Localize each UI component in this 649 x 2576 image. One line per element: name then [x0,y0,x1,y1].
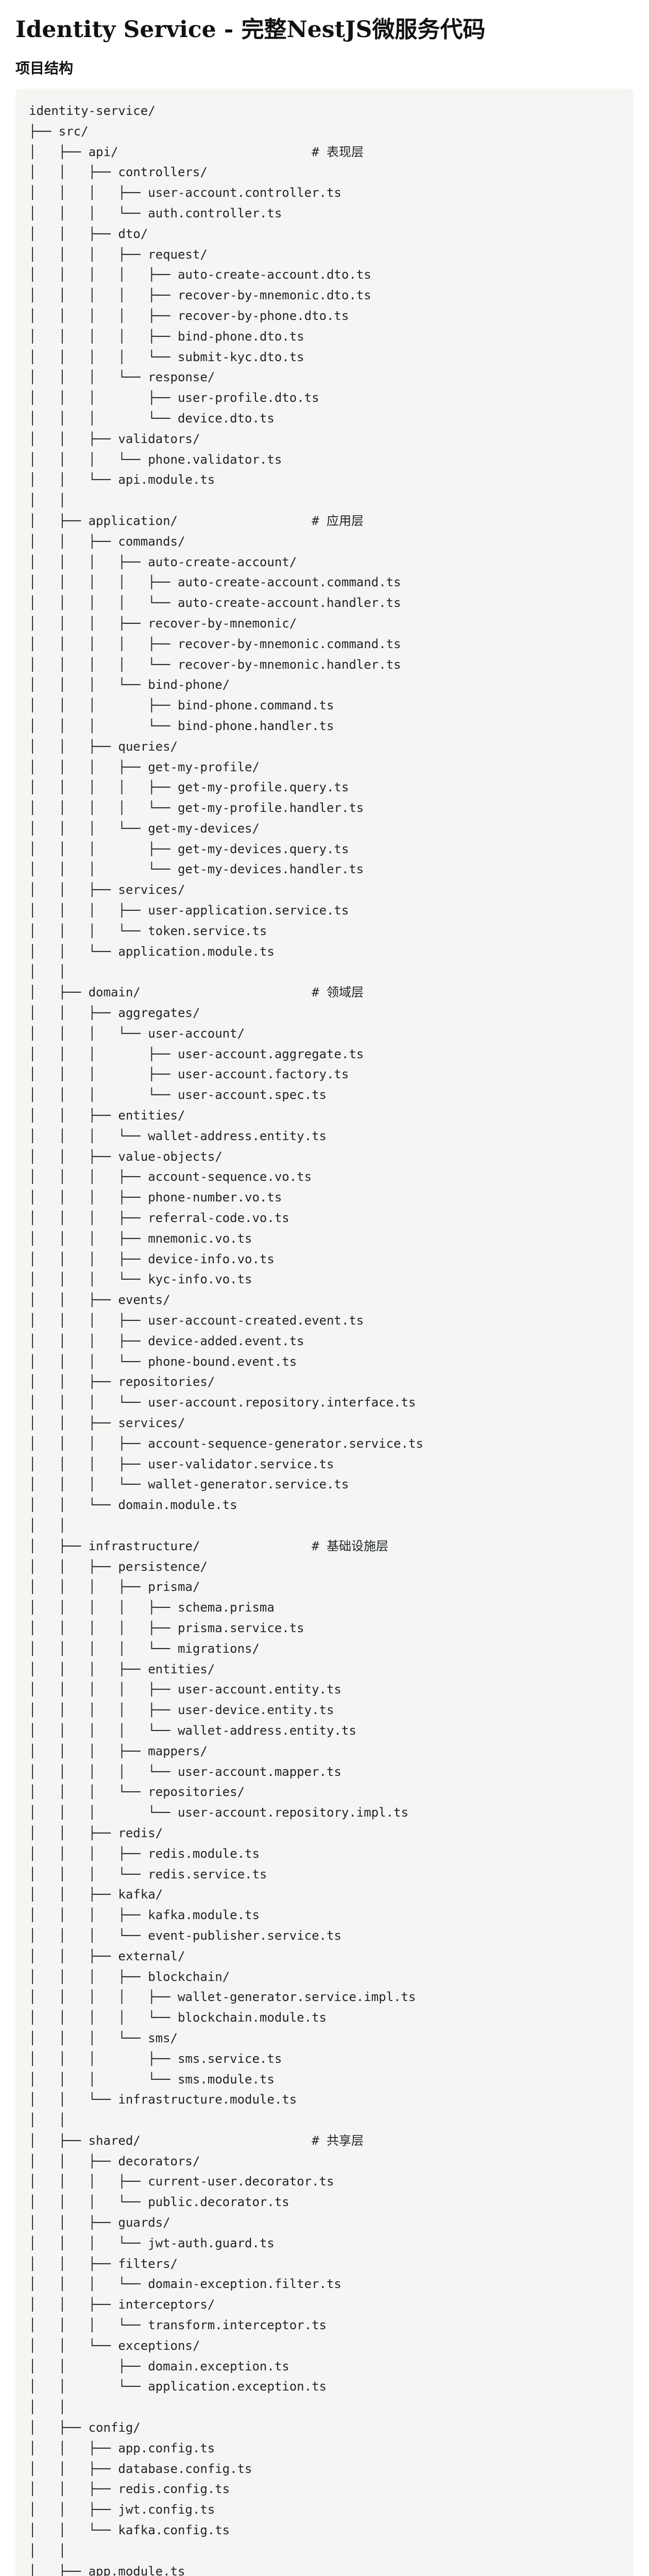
code-block: identity-service/ ├── src/ │ ├── api/ # … [15,89,634,2576]
section-heading: 项目结构 [15,60,74,77]
page-title: Identity Service - 完整NestJS微服务代码 [15,16,486,43]
document: Identity Service - 完整NestJS微服务代码 项目结构 id… [15,15,634,2576]
file-tree: identity-service/ ├── src/ │ ├── api/ # … [29,104,423,2576]
